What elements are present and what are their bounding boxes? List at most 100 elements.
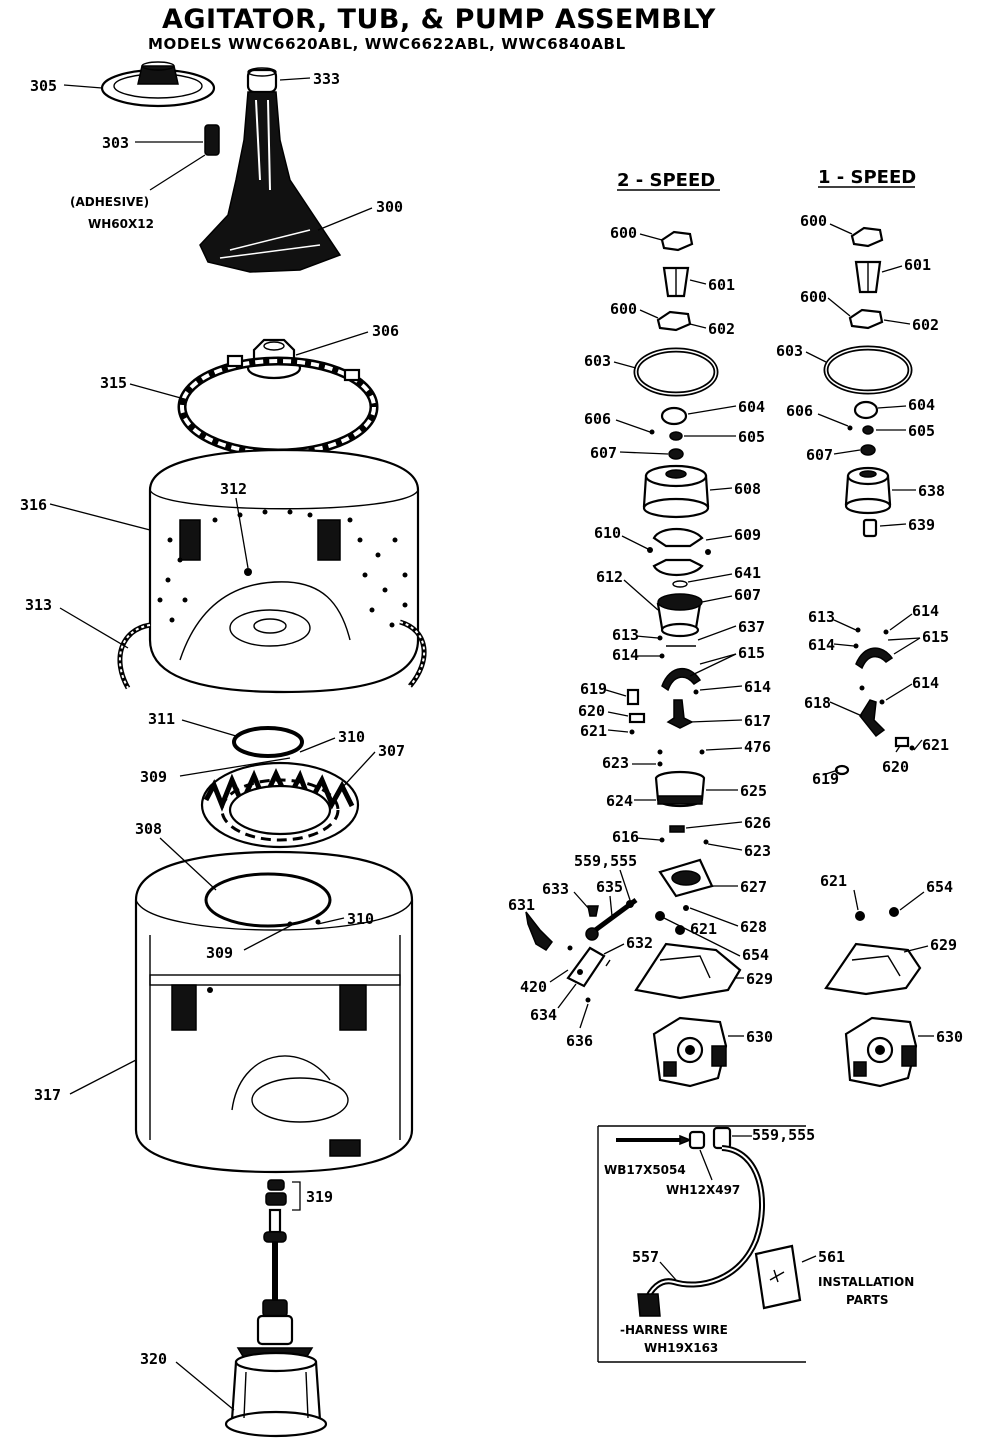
label-2s-617: 617	[744, 712, 771, 730]
label-2s-621b: 621	[690, 920, 717, 938]
label-2s-625: 625	[740, 782, 767, 800]
label-1s-618: 618	[804, 694, 831, 712]
kit-installation: INSTALLATION	[818, 1275, 914, 1289]
wash-basket-316	[148, 448, 420, 694]
label-2s-600b: 600	[610, 300, 637, 318]
label-1s-603: 603	[776, 342, 803, 360]
label-1s-613: 613	[808, 608, 835, 626]
label-333: 333	[313, 70, 340, 88]
label-2s-608: 608	[734, 480, 761, 498]
label-1s-604: 604	[908, 396, 935, 414]
ring-311	[232, 726, 304, 758]
label-307: 307	[378, 742, 405, 760]
label-1s-619: 619	[812, 770, 839, 788]
label-2s-604: 604	[738, 398, 765, 416]
label-1s-600: 600	[800, 212, 827, 230]
hoop-313	[117, 619, 427, 690]
label-2s-620: 620	[578, 702, 605, 720]
label-305: 305	[30, 77, 57, 95]
label-1s-629: 629	[930, 936, 957, 954]
label-306: 306	[372, 322, 399, 340]
label-300: 300	[376, 198, 403, 216]
label-2s-420: 420	[520, 978, 547, 996]
label-2s-607: 607	[590, 444, 617, 462]
kit-harness-wire: -HARNESS WIRE	[620, 1323, 728, 1337]
label-2s-615: 615	[738, 644, 765, 662]
label-1s-639: 639	[908, 516, 935, 534]
label-1s-605: 605	[908, 422, 935, 440]
two-speed-parts: 600 601 600 602 603 604 605 606 607	[508, 224, 773, 1088]
label-310-bottom: 310	[347, 910, 374, 928]
label-310-top: 310	[338, 728, 365, 746]
seal-307	[200, 761, 360, 849]
label-315: 315	[100, 374, 127, 392]
label-kit-557: 557	[632, 1248, 659, 1266]
outer-tub-317	[134, 850, 414, 1174]
label-309-top: 309	[140, 768, 167, 786]
seal-319	[265, 1179, 287, 1206]
label-309-bottom: 309	[206, 944, 233, 962]
kit-wb-part: WB17X5054	[604, 1163, 686, 1177]
label-1s-638: 638	[918, 482, 945, 500]
label-2s-610: 610	[594, 524, 621, 542]
diagram-title: AGITATOR, TUB, & PUMP ASSEMBLY	[162, 4, 716, 35]
label-1s-600b: 600	[800, 288, 827, 306]
agitator-300	[199, 91, 342, 273]
kit-wh-part: WH12X497	[666, 1183, 740, 1197]
label-2s-605: 605	[738, 428, 765, 446]
label-319: 319	[306, 1188, 333, 1206]
label-320: 320	[140, 1350, 167, 1368]
label-1s-606: 606	[786, 402, 813, 420]
label-2s-601: 601	[708, 276, 735, 294]
label-2s-629: 629	[746, 970, 773, 988]
label-2s-613: 613	[612, 626, 639, 644]
label-1s-601: 601	[904, 256, 931, 274]
adhesive-303	[204, 124, 220, 156]
diagram-subtitle: MODELS WWC6620ABL, WWC6622ABL, WWC6840AB…	[148, 35, 626, 53]
transmission-320	[224, 1208, 328, 1438]
label-2s-637: 637	[738, 618, 765, 636]
label-2s-600: 600	[610, 224, 637, 242]
adhesive-note: (ADHESIVE)	[70, 195, 149, 209]
label-303: 303	[102, 134, 129, 152]
label-2s-633: 633	[542, 880, 569, 898]
label-2s-631: 631	[508, 896, 535, 914]
label-kit-559-555: 559,555	[752, 1126, 815, 1144]
label-2s-612: 612	[596, 568, 623, 586]
label-2s-609: 609	[734, 526, 761, 544]
label-2s-476: 476	[744, 738, 771, 756]
label-2s-614b: 614	[744, 678, 771, 696]
label-1s-614c: 614	[912, 674, 939, 692]
label-2s-619: 619	[580, 680, 607, 698]
label-313: 313	[25, 596, 52, 614]
label-312: 312	[220, 480, 247, 498]
label-2s-630: 630	[746, 1028, 773, 1046]
label-2s-623b: 623	[744, 842, 771, 860]
label-2s-635: 635	[596, 878, 623, 896]
label-2s-636: 636	[566, 1032, 593, 1050]
label-2s-602: 602	[708, 320, 735, 338]
adhesive-part-number: WH60X12	[88, 217, 154, 231]
kit-parts: PARTS	[846, 1293, 889, 1307]
label-317: 317	[34, 1086, 61, 1104]
kit-harness-part: WH19X163	[644, 1341, 718, 1355]
cap-333	[246, 67, 278, 94]
label-2s-623: 623	[602, 754, 629, 772]
label-1s-654: 654	[926, 878, 953, 896]
label-1s-630: 630	[936, 1028, 963, 1046]
label-1s-620: 620	[882, 758, 909, 776]
label-2s-607b: 607	[734, 586, 761, 604]
label-2s-614: 614	[612, 646, 639, 664]
label-2s-559-555: 559,555	[574, 852, 637, 870]
label-2s-627: 627	[740, 878, 767, 896]
label-2s-654: 654	[742, 946, 769, 964]
label-2s-626: 626	[744, 814, 771, 832]
label-308: 308	[135, 820, 162, 838]
label-1s-607: 607	[806, 446, 833, 464]
label-1s-621b: 621	[820, 872, 847, 890]
section-one-speed: 1 - SPEED	[818, 167, 916, 188]
label-2s-628: 628	[740, 918, 767, 936]
agitator-cap-305	[100, 61, 216, 108]
label-1s-614: 614	[808, 636, 835, 654]
